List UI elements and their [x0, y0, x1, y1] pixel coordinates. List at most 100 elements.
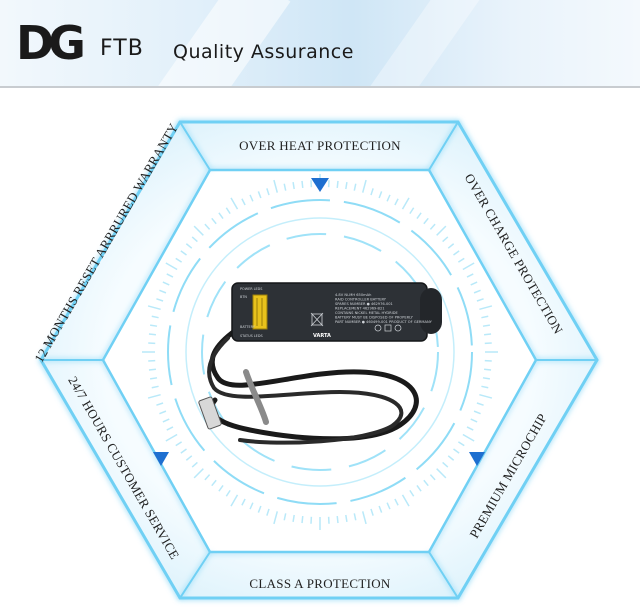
- tick-mark: [429, 223, 436, 230]
- tick-mark: [453, 250, 460, 256]
- tick-mark: [436, 225, 447, 236]
- battery-brand-label: VARTA: [313, 333, 331, 339]
- tick-ring: [142, 174, 498, 530]
- tick-mark: [401, 494, 410, 507]
- tick-mark: [159, 410, 167, 415]
- tick-mark: [482, 377, 490, 380]
- battery-label-line: CONTAINS NICKEL METAL HYDRIDE: [335, 311, 398, 315]
- tick-mark: [151, 385, 159, 389]
- recycle-bin-icon: [310, 312, 324, 327]
- tick-mark: [218, 485, 224, 492]
- tick-mark: [175, 257, 183, 263]
- indicator-arrow-right: [469, 452, 485, 466]
- tick-mark: [266, 508, 270, 516]
- tick-mark: [166, 426, 174, 431]
- battery-cable: [208, 327, 419, 442]
- tick-mark: [156, 402, 164, 406]
- tick-mark: [482, 324, 490, 327]
- tick-mark: [230, 197, 239, 210]
- tick-mark: [292, 182, 295, 190]
- tick-mark: [165, 433, 178, 442]
- tick-mark: [436, 468, 447, 479]
- tick-mark: [353, 513, 357, 521]
- indicator-arrow-left: [153, 452, 169, 466]
- tick-mark: [193, 225, 204, 236]
- tick-mark: [283, 513, 287, 521]
- tick-mark: [447, 243, 455, 249]
- tick-mark: [476, 402, 484, 406]
- tick-mark: [462, 262, 475, 271]
- tick-mark: [479, 305, 493, 311]
- logo-sub: FTB: [100, 36, 144, 61]
- tick-mark: [423, 217, 429, 225]
- tick-mark: [442, 236, 449, 243]
- tick-mark: [476, 298, 484, 302]
- hexagon-spokes: [41, 121, 597, 599]
- tick-mark: [180, 448, 187, 454]
- dashed-ring-inner: [201, 233, 439, 471]
- battery-side-label: STATUS LEDS: [240, 334, 263, 338]
- tick-mark: [409, 207, 415, 215]
- tick-mark: [292, 514, 295, 522]
- tick-mark: [361, 511, 367, 525]
- header-banner: DG FTB Quality Assurance: [0, 0, 640, 88]
- tick-mark: [470, 418, 478, 423]
- tick-mark: [473, 289, 481, 294]
- tick-mark: [394, 498, 399, 506]
- tick-mark: [273, 511, 279, 525]
- tick-mark: [301, 516, 304, 524]
- battery-cable-gray-section: [243, 369, 269, 425]
- tick-mark: [345, 514, 348, 522]
- tick-mark: [484, 368, 492, 371]
- tick-mark: [225, 489, 231, 497]
- tick-mark: [150, 324, 158, 327]
- tick-mark: [481, 315, 489, 319]
- indicator-arrow-top: [311, 178, 329, 192]
- tick-mark: [218, 212, 224, 219]
- tick-mark: [225, 207, 231, 215]
- tick-mark: [466, 273, 474, 278]
- feature-bottom-label: CLASS A PROTECTION: [249, 576, 391, 591]
- hexagon-feature-graphic: OVER HEAT PROTECTION CLASS A PROTECTION …: [31, 120, 599, 600]
- tick-mark: [409, 489, 415, 497]
- tick-mark: [151, 315, 159, 319]
- tick-mark: [345, 182, 348, 190]
- tick-mark: [193, 468, 204, 479]
- battery-label-line: PART NUMBER ● 460499-001 PRODUCT OF GERM…: [335, 320, 433, 324]
- battery-side-label: BATTERY: [240, 325, 256, 329]
- feature-top-label: OVER HEAT PROTECTION: [239, 138, 401, 153]
- tick-mark: [241, 498, 246, 506]
- tick-mark: [416, 212, 422, 219]
- tick-mark: [336, 516, 339, 524]
- tick-mark: [394, 198, 399, 206]
- tick-mark: [429, 474, 436, 481]
- tick-mark: [336, 180, 339, 188]
- tick-mark: [147, 305, 161, 311]
- tick-mark: [241, 198, 246, 206]
- tick-mark: [191, 461, 198, 468]
- tick-mark: [175, 441, 183, 447]
- tick-mark: [484, 333, 492, 336]
- tick-mark: [283, 183, 287, 191]
- tick-mark: [386, 502, 391, 510]
- tick-mark: [185, 243, 193, 249]
- tick-mark: [378, 191, 383, 199]
- tick-mark: [301, 180, 304, 188]
- tick-mark: [180, 250, 187, 256]
- tick-mark: [457, 441, 465, 447]
- tick-mark: [473, 410, 481, 415]
- brand-logo: DG FTB: [16, 20, 146, 66]
- tick-mark: [249, 502, 254, 510]
- tick-mark: [378, 505, 383, 513]
- tick-mark: [442, 461, 449, 468]
- tick-mark: [370, 508, 374, 516]
- battery-connector: [198, 396, 222, 430]
- tick-mark: [386, 194, 391, 202]
- tick-mark: [416, 485, 422, 492]
- battery-label-line: REPLACEMENT 462969-B21: [335, 307, 385, 311]
- tick-mark: [457, 257, 465, 263]
- battery-label-line: SPARES NUMBER ● 462976-001: [335, 302, 393, 306]
- tick-mark: [162, 281, 170, 286]
- tick-mark: [353, 183, 357, 191]
- tick-mark: [257, 505, 262, 513]
